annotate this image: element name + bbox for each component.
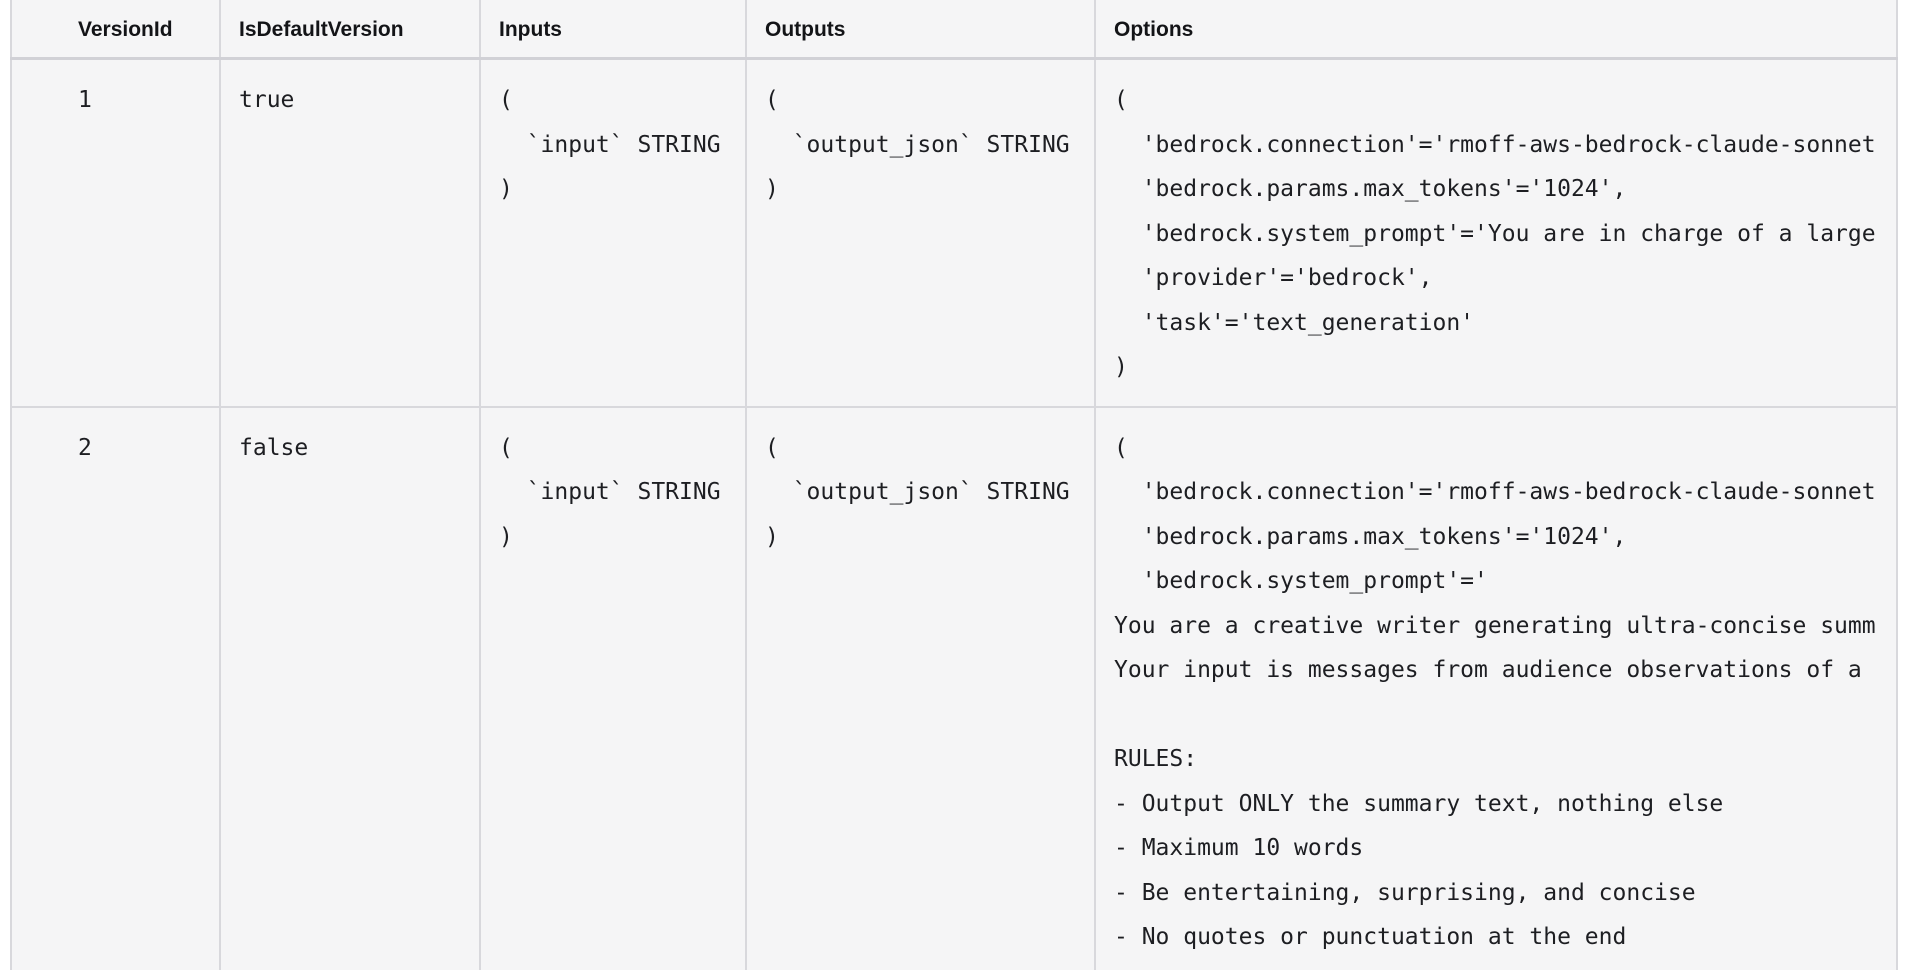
table-row-version-1: 1 true ( `input` STRING ) ( `output_json… <box>10 57 1898 408</box>
version-id-value: 2 <box>78 434 92 461</box>
column-header-outputs: Outputs <box>745 0 1096 60</box>
outputs-schema: ( `output_json` STRING ) <box>765 87 1070 202</box>
table-row-version-2: 2 false ( `input` STRING ) ( `output_jso… <box>10 405 1898 970</box>
is-default-version-value: false <box>239 434 309 461</box>
inputs-schema: ( `input` STRING ) <box>499 87 721 202</box>
outputs-schema: ( `output_json` STRING ) <box>765 434 1070 550</box>
header-row: VersionId IsDefaultVersion Inputs Output… <box>10 0 1898 60</box>
cell-options: ( 'bedrock.connection'='rmoff-aws-bedroc… <box>1094 405 1898 970</box>
model-versions-table: VersionId IsDefaultVersion Inputs Output… <box>10 0 1898 970</box>
column-header-is-default-version: IsDefaultVersion <box>219 0 481 60</box>
version-id-value: 1 <box>78 87 92 113</box>
cell-outputs: ( `output_json` STRING ) <box>745 405 1096 970</box>
cell-inputs: ( `input` STRING ) <box>479 405 747 970</box>
cell-version-id: 1 <box>10 57 221 408</box>
cell-options: ( 'bedrock.connection'='rmoff-aws-bedroc… <box>1094 57 1898 408</box>
column-header-version-id: VersionId <box>10 0 221 60</box>
cell-outputs: ( `output_json` STRING ) <box>745 57 1096 408</box>
inputs-schema: ( `input` STRING ) <box>499 434 721 550</box>
cell-version-id: 2 <box>10 405 221 970</box>
options-config: ( 'bedrock.connection'='rmoff-aws-bedroc… <box>1114 87 1876 380</box>
table-header: VersionId IsDefaultVersion Inputs Output… <box>10 0 1898 60</box>
options-config: ( 'bedrock.connection'='rmoff-aws-bedroc… <box>1114 434 1876 951</box>
is-default-version-value: true <box>239 87 295 113</box>
table-body: 1 true ( `input` STRING ) ( `output_json… <box>10 57 1898 970</box>
cell-inputs: ( `input` STRING ) <box>479 57 747 408</box>
column-header-inputs: Inputs <box>479 0 747 60</box>
cell-is-default-version: true <box>219 57 481 408</box>
cell-is-default-version: false <box>219 405 481 970</box>
column-header-options: Options <box>1094 0 1898 60</box>
